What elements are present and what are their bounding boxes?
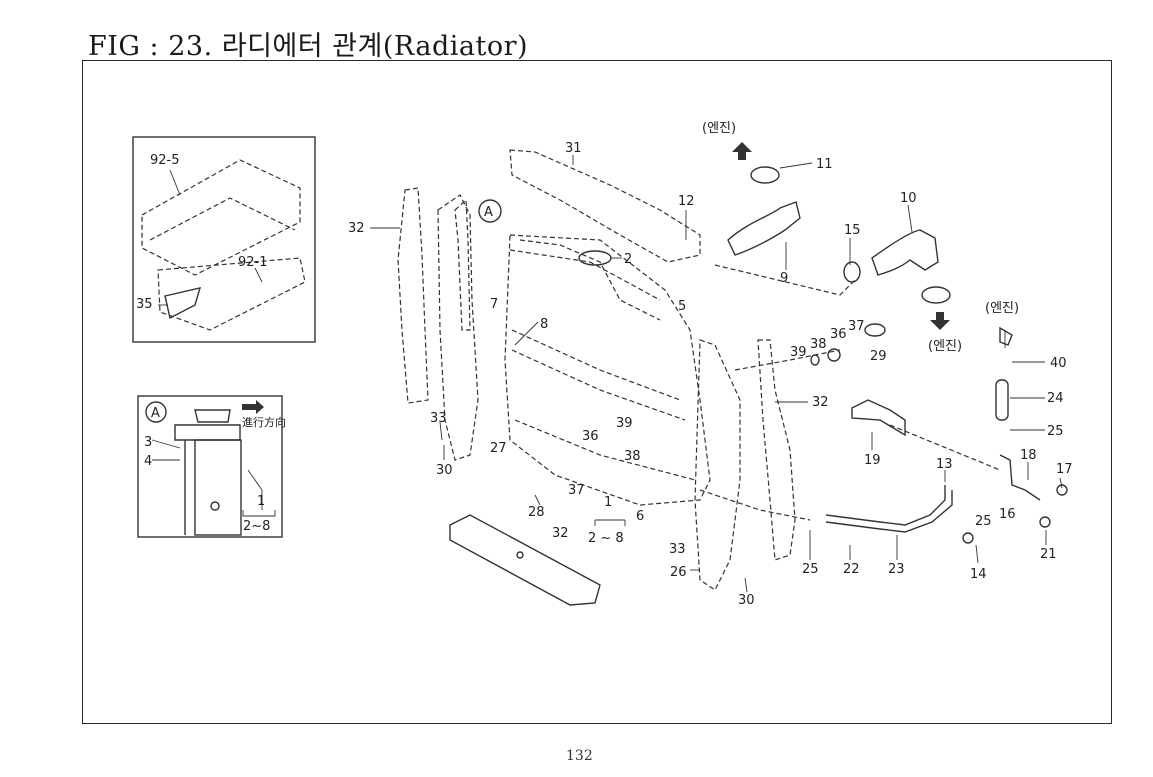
inset-bracket-35 <box>164 287 202 320</box>
inset-radiator-cap <box>194 409 231 423</box>
upper-support-31 <box>509 149 701 263</box>
engine-label-mid: (엔진) <box>928 339 962 354</box>
part-label: 33 <box>430 411 447 426</box>
part-label: 2 ~ 8 <box>588 531 624 546</box>
engine-arrow-down-icon <box>930 312 950 330</box>
part-label: 18 <box>1020 448 1037 463</box>
part-label: 6 <box>636 509 644 524</box>
shroud-side-right-32 <box>757 339 796 561</box>
inset-label-1: 1 <box>257 494 265 509</box>
part-label: 32 <box>812 395 829 410</box>
part-label: 19 <box>864 453 881 468</box>
inset-panel-upper <box>141 159 301 276</box>
inset-label-4: 4 <box>144 454 152 469</box>
hose-clamp-11 <box>750 166 780 184</box>
part-label: 9 <box>780 271 788 286</box>
inset-label-35: 35 <box>136 297 153 312</box>
hose-24 <box>995 379 1009 421</box>
overflow-hose-22-23 <box>825 485 946 526</box>
part-label: 11 <box>816 157 833 172</box>
part-label: 5 <box>678 299 686 314</box>
part-label: 36 <box>582 429 599 444</box>
part-label: 25 <box>975 514 992 529</box>
main-circle-a-label: A <box>484 205 493 220</box>
main-view: A <box>348 121 1073 608</box>
inset-label-92-1: 92-1 <box>238 255 268 270</box>
inset-bottom-frame <box>137 395 283 538</box>
inset-filler-neck <box>174 424 241 441</box>
part-label: 12 <box>678 194 695 209</box>
part-label: 37 <box>848 319 865 334</box>
part-label: 26 <box>670 565 687 580</box>
part-label: 38 <box>624 449 641 464</box>
part-label: 22 <box>843 562 860 577</box>
part-label: 32 <box>348 221 365 236</box>
part-label: 25 <box>802 562 819 577</box>
inset-drain-plug <box>210 501 220 511</box>
inset-circle-a-label: A <box>151 406 160 421</box>
part-label: 17 <box>1056 462 1073 477</box>
part-label: 29 <box>870 349 887 364</box>
inset-label-2-8: 2~8 <box>243 519 270 534</box>
part-label: 25 <box>1047 424 1064 439</box>
part-label: 21 <box>1040 547 1057 562</box>
part-label: 31 <box>565 141 582 156</box>
inset-label-3: 3 <box>144 435 152 450</box>
part-label: 15 <box>844 223 861 238</box>
part-label: 8 <box>540 317 548 332</box>
hose-clamp-15 <box>921 286 951 304</box>
part-label: 27 <box>490 441 507 456</box>
radiator-cap-2 <box>578 250 612 266</box>
shroud-bottom-32 <box>449 514 601 606</box>
inset-bottom: A 進行方向 3 4 1 2~8 <box>137 395 286 538</box>
part-label: 2 <box>624 252 632 267</box>
page-number: 132 <box>566 748 593 764</box>
part-label: 16 <box>999 507 1016 522</box>
part-label: 36 <box>830 327 847 342</box>
travel-direction-arrow-icon <box>242 400 264 414</box>
part-label: 24 <box>1047 391 1064 406</box>
part-label: 14 <box>970 567 987 582</box>
part-label: 40 <box>1050 356 1067 371</box>
part-label: 13 <box>936 457 953 472</box>
part-label: 39 <box>616 416 633 431</box>
engine-arrow-up-icon <box>732 142 752 160</box>
bracket-19 <box>851 399 906 437</box>
part-label: 38 <box>810 337 827 352</box>
part-label: 32 <box>552 526 569 541</box>
engine-label-right: (엔진) <box>985 301 1019 316</box>
part-label: 33 <box>669 542 686 557</box>
part-label: 37 <box>568 483 585 498</box>
inset-top-frame <box>132 136 316 343</box>
part-label: 7 <box>490 297 498 312</box>
grommet-29 <box>864 323 886 337</box>
figure-title: FIG : 23. 라디에터 관계(Radiator) <box>88 31 529 62</box>
part-label: 1 <box>604 495 612 510</box>
inset-panel-lower <box>157 257 306 331</box>
shroud-side-left-32 <box>397 187 429 404</box>
lower-hose-10 <box>871 229 939 276</box>
part-label: 30 <box>738 593 755 608</box>
upper-hose-9 <box>727 201 801 256</box>
part-label: 30 <box>436 463 453 478</box>
engine-label-top: (엔진) <box>702 121 736 136</box>
part-label: 39 <box>790 345 807 360</box>
radiator-support-right <box>694 339 741 591</box>
inset-direction-label: 進行方向 <box>242 415 286 429</box>
main-circle-a <box>478 199 502 223</box>
inset-core <box>194 439 242 536</box>
inset-top: 92-5 92-1 35 <box>132 136 316 343</box>
diagram-frame <box>82 60 1112 724</box>
part-label: 10 <box>900 191 917 206</box>
inset-label-92-5: 92-5 <box>150 153 180 168</box>
part-label: 28 <box>528 505 545 520</box>
inset-circle-a <box>145 401 167 423</box>
part-label: 23 <box>888 562 905 577</box>
